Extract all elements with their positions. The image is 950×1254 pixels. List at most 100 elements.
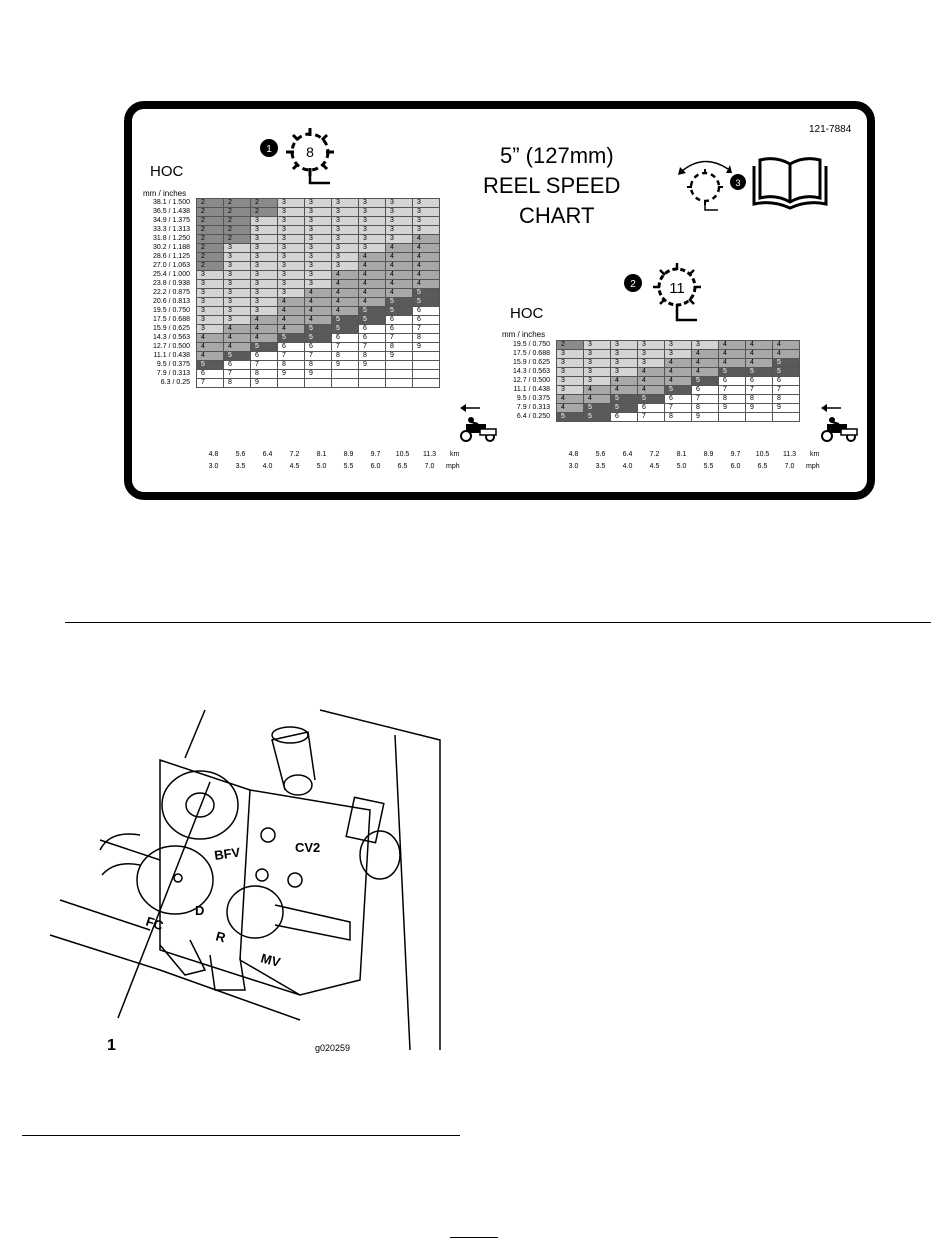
reel-speed-cell: 6 — [358, 333, 386, 343]
operator-manual-icon — [752, 157, 828, 210]
reel-speed-cell: 5 — [196, 360, 224, 370]
svg-text:D: D — [195, 903, 204, 918]
mph-tick-label: 7.0 — [424, 463, 435, 470]
reel-speed-cell: 4 — [250, 315, 278, 325]
reel-speed-cell: 3 — [610, 367, 638, 377]
reel-speed-cell: 3 — [331, 225, 359, 235]
reel-speed-cell: 3 — [637, 349, 665, 359]
reel-speed-cell: 3 — [583, 376, 611, 386]
mph-tick-label: 5.5 — [343, 463, 354, 470]
reel-speed-cell: 4 — [745, 358, 773, 368]
reel-speed-cell: 3 — [385, 198, 413, 208]
mph-tick-label: 3.5 — [595, 463, 606, 470]
reel-speed-cell: 3 — [223, 306, 251, 316]
reel-speed-cell: 4 — [196, 342, 224, 352]
reel-speed-cell: 6 — [637, 403, 665, 413]
reel-speed-cell: 4 — [331, 279, 359, 289]
reel-speed-cell: 5 — [691, 376, 719, 386]
svg-text:1: 1 — [266, 144, 272, 155]
mph-tick-label: 4.0 — [622, 463, 633, 470]
reel-speed-cell: 9 — [331, 360, 359, 370]
reel-speed-cell: 2 — [196, 252, 224, 262]
hoc-row-label: 6.4 / 0.250 — [516, 413, 550, 420]
reel-speed-cell — [772, 412, 800, 422]
reel-speed-cell: 6 — [385, 315, 413, 325]
mph-unit: mph — [446, 463, 460, 470]
hoc-row-label: 20.6 / 0.813 — [153, 298, 190, 305]
reel-speed-cell: 3 — [250, 279, 278, 289]
reel-speed-cell: 3 — [664, 340, 692, 350]
reel-speed-cell — [412, 369, 440, 379]
reel-speed-cell: 3 — [610, 340, 638, 350]
reel-speed-cell: 8 — [385, 342, 413, 352]
reel-speed-cell: 9 — [772, 403, 800, 413]
reel-speed-cell: 3 — [412, 198, 440, 208]
reel-speed-cell: 4 — [304, 297, 332, 307]
mph-tick-label: 3.5 — [235, 463, 246, 470]
reel-speed-cell: 7 — [745, 385, 773, 395]
reel-speed-cell: 3 — [583, 340, 611, 350]
reel-speed-cell: 4 — [223, 342, 251, 352]
reel-speed-cell: 4 — [691, 358, 719, 368]
reel-speed-cell: 3 — [583, 358, 611, 368]
reel-speed-cell: 6 — [718, 376, 746, 386]
reel-speed-cell: 5 — [772, 367, 800, 377]
reel-speed-cell — [745, 412, 773, 422]
reel-speed-cell: 3 — [304, 234, 332, 244]
reel-speed-cell: 6 — [250, 351, 278, 361]
km-tick-label: 5.6 — [595, 451, 606, 458]
reel-speed-cell: 5 — [358, 315, 386, 325]
reel-speed-cell: 3 — [358, 243, 386, 253]
reel-speed-cell: 4 — [358, 279, 386, 289]
reel-speed-cell: 3 — [556, 385, 584, 395]
reel-speed-cell: 4 — [556, 394, 584, 404]
reel-speed-cell: 3 — [412, 225, 440, 235]
mph-tick-label: 7.0 — [784, 463, 795, 470]
reel-speed-cell: 3 — [250, 261, 278, 271]
km-tick-label: 5.6 — [235, 451, 246, 458]
reel-speed-cell: 3 — [331, 216, 359, 226]
reel-speed-cell: 4 — [718, 358, 746, 368]
reel-speed-cell: 8 — [358, 351, 386, 361]
reel-speed-cell: 4 — [664, 358, 692, 368]
hoc-row-label: 25.4 / 1.000 — [153, 271, 190, 278]
hoc-label-11-blade: HOC — [510, 305, 544, 322]
reel-speed-cell: 3 — [556, 358, 584, 368]
reel-speed-cell: 5 — [610, 403, 638, 413]
reel-adjust-icon: 3 — [678, 160, 746, 211]
reel-speed-cell: 3 — [223, 243, 251, 253]
reel-speed-cell: 3 — [304, 207, 332, 217]
reel-speed-cell: 4 — [691, 349, 719, 359]
reel-speed-cell: 3 — [304, 270, 332, 280]
reel-speed-cell: 6 — [691, 385, 719, 395]
reel-speed-cell — [718, 412, 746, 422]
reel-speed-cell — [412, 378, 440, 388]
reel-speed-cell: 3 — [358, 216, 386, 226]
reel-speed-cell: 4 — [385, 243, 413, 253]
reel-speed-cell — [358, 369, 386, 379]
reel-speed-cell: 3 — [277, 270, 305, 280]
reel-speed-cell: 4 — [385, 279, 413, 289]
reel-speed-cell: 3 — [277, 279, 305, 289]
reel-speed-cell: 2 — [250, 198, 278, 208]
reel-speed-cell: 3 — [304, 243, 332, 253]
reel-speed-cell: 7 — [196, 378, 224, 388]
reel-speed-cell: 3 — [664, 349, 692, 359]
reel-speed-cell: 4 — [412, 243, 440, 253]
reel-speed-cell: 8 — [664, 412, 692, 422]
reel-speed-cell: 5 — [358, 306, 386, 316]
reel-speed-cell: 4 — [385, 252, 413, 262]
reel-11-blade-icon: 2 11 — [624, 263, 701, 322]
reel-speed-cell: 3 — [223, 279, 251, 289]
reel-speed-cell: 3 — [304, 216, 332, 226]
